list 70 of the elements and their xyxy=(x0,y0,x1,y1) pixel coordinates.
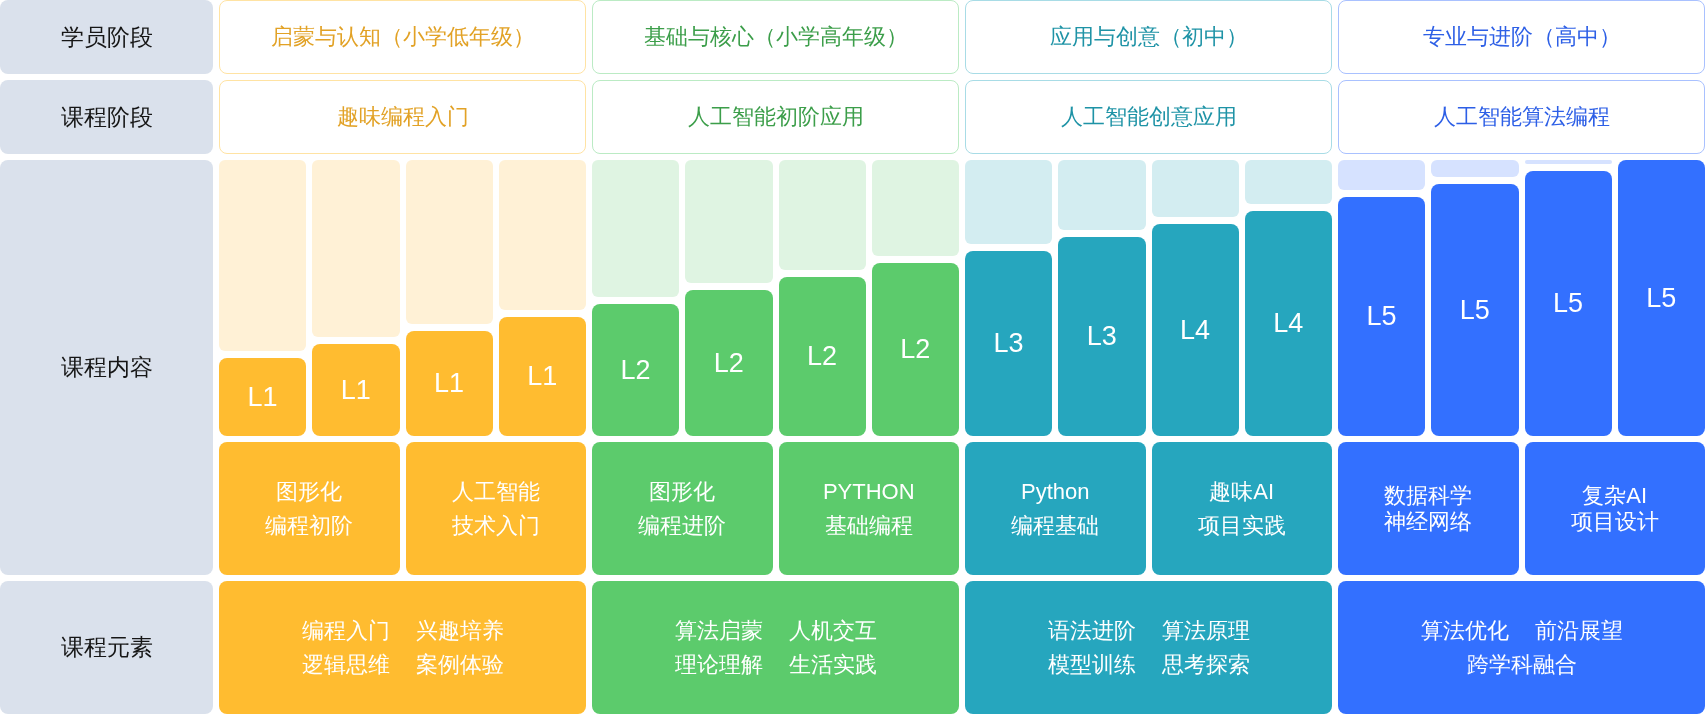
topic-label: 理论理解 xyxy=(674,652,763,677)
stage-box: 专业与进阶（高中） xyxy=(1338,0,1705,74)
topic-label: 前沿展望 xyxy=(1534,618,1623,643)
course-box: Python编程基础 xyxy=(965,442,1146,575)
level-bar: L2 xyxy=(685,290,773,436)
stage-box: 应用与创意（初中） xyxy=(965,0,1332,74)
course-box: 人工智能技术入门 xyxy=(405,442,586,575)
bar-track xyxy=(1431,160,1519,177)
row-header-box: 课程内容 xyxy=(0,160,213,575)
topic-label: 兴趣培养 xyxy=(415,618,504,643)
stage-box: 基础与核心（小学高年级） xyxy=(592,0,959,74)
course-box: PYTHON基础编程 xyxy=(778,442,959,575)
course-box: 数据科学神经网络 xyxy=(1338,442,1519,575)
bar-track xyxy=(1524,160,1612,164)
level-bar: L3 xyxy=(1058,237,1146,436)
bar-track xyxy=(219,160,307,351)
bar-track xyxy=(965,160,1053,244)
bar-track xyxy=(778,160,866,270)
course-box: 图形化编程进阶 xyxy=(592,442,773,575)
level-bar: L3 xyxy=(965,251,1053,436)
bar-track xyxy=(1151,160,1239,217)
bar-track xyxy=(685,160,773,283)
level-bar: L1 xyxy=(405,331,493,436)
level-bar: L5 xyxy=(1524,171,1612,436)
bar-track xyxy=(312,160,400,337)
topic-label: 算法优化 xyxy=(1420,618,1509,643)
level-bar: L1 xyxy=(312,344,400,436)
topic-label: 案例体验 xyxy=(415,652,504,677)
topic-label: 生活实践 xyxy=(788,652,877,677)
stage-box: 人工智能算法编程 xyxy=(1338,80,1705,154)
stage-box: 启蒙与认知（小学低年级） xyxy=(219,0,586,74)
bar-track xyxy=(1338,160,1426,190)
topic-label: 思考探索 xyxy=(1161,652,1250,677)
topic-label: 算法启蒙 xyxy=(674,618,763,643)
element-box xyxy=(965,581,1332,714)
topic-label: 编程入门 xyxy=(301,618,390,643)
bar-track xyxy=(405,160,493,324)
level-bar: L5 xyxy=(1338,197,1426,436)
bar-track xyxy=(1244,160,1332,204)
level-bar: L5 xyxy=(1431,184,1519,436)
element-box xyxy=(592,581,959,714)
level-bar: L2 xyxy=(871,263,959,436)
bar-track xyxy=(871,160,959,256)
stage-box: 人工智能创意应用 xyxy=(965,80,1332,154)
stage-box: 趣味编程入门 xyxy=(219,80,586,154)
level-bar: L1 xyxy=(219,358,307,436)
level-bar: L1 xyxy=(498,317,586,436)
topic-label: 逻辑思维 xyxy=(301,652,390,677)
row-header-box: 学员阶段 xyxy=(0,0,213,74)
level-bar: L2 xyxy=(778,277,866,436)
course-box: 图形化编程初阶 xyxy=(219,442,400,575)
course-box: 趣味AI项目实践 xyxy=(1151,442,1332,575)
bar-track xyxy=(498,160,586,310)
topic-label: 模型训练 xyxy=(1047,652,1136,677)
topic-label: 算法原理 xyxy=(1161,618,1250,643)
element-box xyxy=(219,581,586,714)
topic-label: 人机交互 xyxy=(788,618,877,643)
level-bar: L4 xyxy=(1244,211,1332,436)
topic-label: 语法进阶 xyxy=(1047,618,1136,643)
row-header-box: 课程元素 xyxy=(0,581,213,714)
level-bar: L5 xyxy=(1617,160,1705,436)
level-bar: L2 xyxy=(592,304,680,436)
course-box: 复杂AI项目设计 xyxy=(1524,442,1705,575)
stage-box: 人工智能初阶应用 xyxy=(592,80,959,154)
bar-track xyxy=(1058,160,1146,230)
topic-label: 跨学科融合 xyxy=(1466,652,1577,677)
bar-track xyxy=(592,160,680,297)
row-header-box: 课程阶段 xyxy=(0,80,213,154)
element-box xyxy=(1338,581,1705,714)
level-bar: L4 xyxy=(1151,224,1239,436)
